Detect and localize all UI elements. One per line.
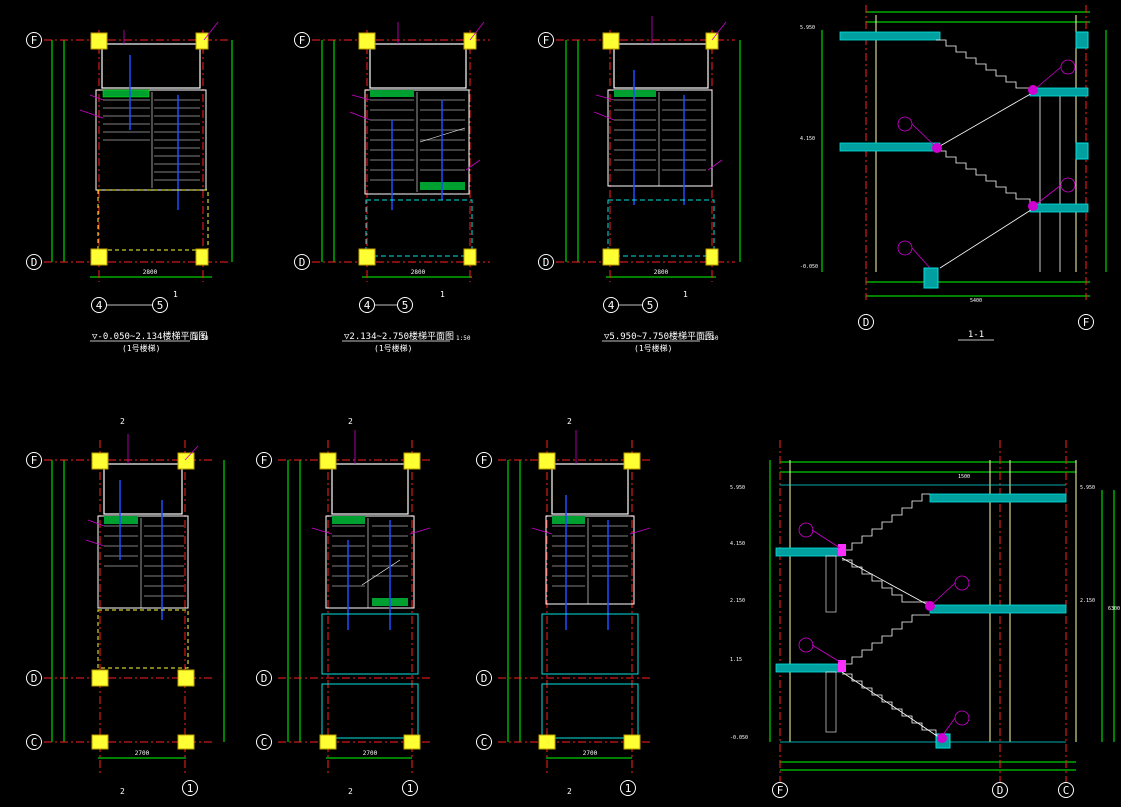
- plan-3-top: F D 4 5 2800 1 ▽5.950~7.750楼梯平面图 1:50 (1…: [538, 16, 741, 353]
- plan-1-top: F D 4 5 2800 1 ▽-0.050~2.134楼梯平面图 1:50 (…: [26, 21, 233, 353]
- elevation-label: 5.950: [730, 485, 745, 491]
- grid-label-D: D: [543, 256, 550, 269]
- elevation-label: 5.950: [800, 25, 815, 31]
- grid-label-D: D: [261, 672, 268, 685]
- grid-label-D: D: [863, 316, 870, 329]
- dim-2700: 2700: [135, 750, 150, 757]
- section-1-1: 5.950 4.150 -0.050 5400 D F 1-1: [800, 5, 1107, 341]
- dim-5400: 5400: [970, 298, 982, 304]
- elevation-label: 2.150: [730, 598, 745, 604]
- plan-subtitle: (1号楼梯): [634, 343, 672, 353]
- grid-label-C: C: [31, 736, 38, 749]
- dim-1500: 1500: [958, 474, 970, 480]
- plan-title: ▽2.134~2.750楼梯平面图: [344, 330, 454, 342]
- grid-label-5: 5: [647, 299, 654, 312]
- grid-label-1: 1: [407, 782, 414, 795]
- grid-label-C: C: [261, 736, 268, 749]
- plan-2-top: F D 4 5 2800 1 ▽2.134~2.750楼梯平面图 1:50 (1…: [294, 21, 490, 353]
- dim-6300: 6300: [1108, 606, 1120, 612]
- elevation-label: -0.050: [730, 735, 748, 741]
- grid-label-F: F: [1083, 316, 1090, 329]
- axis-mark: 1: [173, 290, 178, 299]
- plan-2-bottom: F D C 1 2 2 2700: [256, 417, 432, 796]
- plan-scale: 1:50: [456, 335, 471, 342]
- dim-2800: 2800: [411, 269, 426, 276]
- grid-label-C: C: [1063, 784, 1070, 797]
- grid-label-4: 4: [608, 299, 615, 312]
- plan-1-bottom: F D C 1 2 2 2700: [26, 417, 225, 796]
- axis-mark: 2: [567, 787, 572, 796]
- plan-scale: 1:50: [704, 335, 719, 342]
- grid-label-D: D: [31, 256, 38, 269]
- elevation-label: -0.050: [800, 264, 818, 270]
- grid-label-4: 4: [364, 299, 371, 312]
- grid-label-C: C: [481, 736, 488, 749]
- grid-label-F: F: [543, 34, 550, 47]
- axis-mark: 2: [120, 417, 125, 426]
- grid-label-D: D: [481, 672, 488, 685]
- dim-2700: 2700: [583, 750, 598, 757]
- grid-label-D: D: [31, 672, 38, 685]
- grid-label-5: 5: [157, 299, 164, 312]
- elevation-label: 4.150: [730, 541, 745, 547]
- plan-title: ▽-0.050~2.134楼梯平面图: [92, 330, 207, 342]
- section-label: 1-1: [968, 330, 984, 340]
- grid-label-F: F: [261, 454, 268, 467]
- elevation-label: 2.150: [1080, 598, 1095, 604]
- grid-label-F: F: [777, 784, 784, 797]
- axis-mark: 2: [120, 787, 125, 796]
- plan-title: ▽5.950~7.750楼梯平面图: [604, 330, 714, 342]
- axis-mark: 2: [348, 787, 353, 796]
- axis-mark: 2: [567, 417, 572, 426]
- elevation-label: 4.150: [800, 136, 815, 142]
- grid-label-D: D: [997, 784, 1004, 797]
- elevation-label: 1.15: [730, 657, 742, 663]
- plan-subtitle: (1号楼梯): [374, 343, 412, 353]
- grid-label-F: F: [31, 34, 38, 47]
- plan-subtitle: (1号楼梯): [122, 343, 160, 353]
- dim-2800: 2800: [143, 269, 158, 276]
- grid-label-F: F: [481, 454, 488, 467]
- grid-label-1: 1: [625, 782, 632, 795]
- grid-label-4: 4: [96, 299, 103, 312]
- grid-label-5: 5: [402, 299, 409, 312]
- plan-3-bottom: F D C 1 2 2 2700: [476, 417, 652, 796]
- axis-mark: 1: [440, 290, 445, 299]
- dim-2700: 2700: [363, 750, 378, 757]
- elevation-label: 5.950: [1080, 485, 1095, 491]
- axis-mark: 2: [348, 417, 353, 426]
- plan-scale: 1:50: [194, 335, 209, 342]
- grid-label-1: 1: [187, 782, 194, 795]
- axis-mark: 1: [683, 290, 688, 299]
- grid-label-D: D: [299, 256, 306, 269]
- grid-label-F: F: [31, 454, 38, 467]
- dim-2800: 2800: [654, 269, 669, 276]
- grid-label-F: F: [299, 34, 306, 47]
- section-bottom: 5.950 4.150 2.150 1.15 -0.050 5.950 2.15…: [730, 440, 1120, 798]
